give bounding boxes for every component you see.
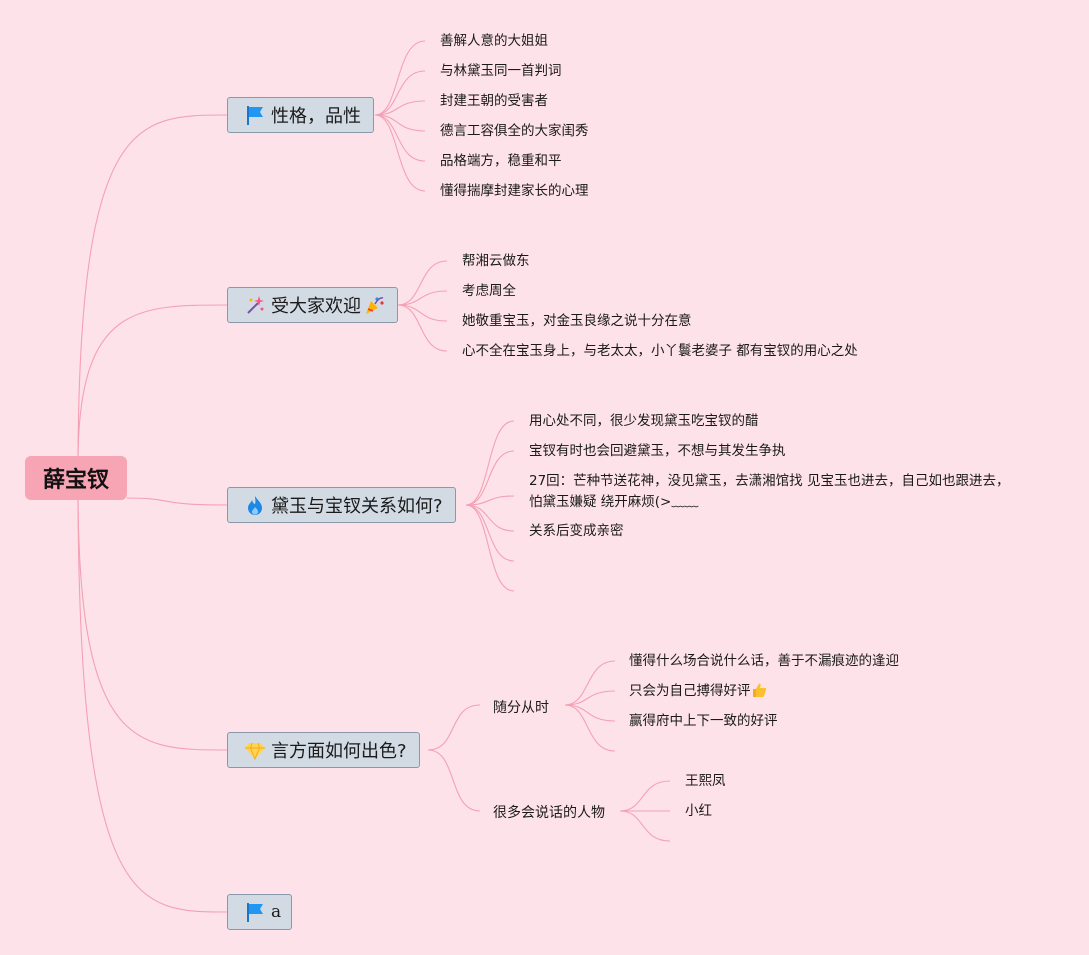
leaf-connector	[374, 114, 426, 132]
leaf-item[interactable]: 赢得府中上下一致的好评	[629, 713, 778, 729]
leaf-connector	[465, 450, 515, 506]
leaf-connector	[564, 704, 616, 722]
leaf-item[interactable]: 与林黛玉同一首判词	[440, 63, 562, 79]
thumbs-up-icon	[752, 683, 766, 697]
root-connector	[77, 499, 228, 751]
root-connector	[77, 114, 228, 457]
branch-label: 言方面如何出色?	[271, 741, 407, 762]
leaf-connector	[564, 660, 616, 706]
leaf-connector	[465, 420, 515, 506]
leaf-item[interactable]: 王熙凤	[685, 773, 726, 789]
sub-node[interactable]: 随分从时	[493, 700, 549, 716]
leaf-connector	[374, 40, 426, 116]
branch-popular[interactable]: 受大家欢迎	[227, 287, 398, 323]
branch-a[interactable]: a	[227, 894, 292, 930]
leaf-connector	[465, 495, 515, 506]
leaf-connector	[564, 690, 616, 706]
party-popper-icon	[366, 297, 384, 314]
leaf-item[interactable]: 心不全在宝玉身上，与老太太，小丫鬟老婆子 都有宝钗的用心之处	[462, 343, 858, 359]
blue-flag-icon	[247, 903, 263, 922]
leaf-connector	[397, 304, 448, 322]
leaf-item[interactable]: 帮湘云做东	[462, 253, 530, 269]
leaf-item[interactable]: 27回：芒种节送花神，没见黛玉，去潇湘馆找 见宝玉也进去，自己如也跟进去，	[529, 473, 1010, 489]
branch-label: a	[271, 902, 282, 922]
branch-relationship[interactable]: 黛玉与宝钗关系如何?	[227, 487, 456, 523]
leaf-item[interactable]: 宝钗有时也会回避黛玉，不想与其发生争执	[529, 443, 786, 459]
leaf-item[interactable]: 用心处不同，很少发现黛玉吃宝钗的醋	[529, 413, 759, 429]
branch-label: 黛玉与宝钗关系如何?	[271, 496, 443, 517]
branch-personality[interactable]: 性格，品性	[227, 97, 374, 133]
leaf-connector	[465, 504, 515, 532]
leaf-item[interactable]: 关系后变成亲密	[529, 523, 624, 539]
fire-icon	[248, 496, 262, 515]
leaf-connector	[397, 304, 448, 352]
branch-label: 受大家欢迎	[271, 296, 361, 317]
leaf-connector	[374, 100, 426, 116]
leaf-connector	[564, 704, 616, 752]
leaf-item[interactable]: 小红	[685, 803, 712, 819]
leaf-label: 只会为自己搏得好评	[629, 683, 751, 699]
leaf-connector	[619, 810, 671, 842]
leaf-item[interactable]: 怕黛玉嫌疑 绕开麻烦(>﹏﹏	[529, 494, 699, 510]
branch-speech[interactable]: 言方面如何出色?	[227, 732, 420, 768]
branch-label: 性格，品性	[271, 106, 361, 127]
gem-icon	[245, 742, 265, 761]
root-connector	[77, 304, 228, 457]
leaf-item[interactable]: 懂得揣摩封建家长的心理	[440, 183, 589, 199]
sub-connector	[427, 749, 481, 812]
leaf-item[interactable]: 考虑周全	[462, 283, 516, 299]
leaf-connector	[465, 504, 515, 592]
root-label: 薛宝钗	[42, 468, 109, 493]
leaf-item[interactable]: 善解人意的大姐姐	[440, 33, 548, 49]
leaf-item-with-icon[interactable]: 只会为自己搏得好评	[629, 682, 767, 700]
root-node[interactable]: 薛宝钗	[25, 456, 127, 500]
root-connector	[126, 497, 228, 506]
leaf-connector	[397, 260, 448, 306]
leaf-connector	[374, 114, 426, 162]
leaf-item[interactable]: 德言工容俱全的大家闺秀	[440, 123, 589, 139]
leaf-connector	[619, 780, 671, 812]
sub-connector	[427, 704, 481, 751]
leaf-connector	[374, 70, 426, 116]
leaf-item[interactable]: 封建王朝的受害者	[440, 93, 548, 109]
blue-flag-icon	[247, 106, 263, 125]
leaf-item[interactable]: 品格端方，稳重和平	[440, 153, 562, 169]
leaf-item[interactable]: 她敬重宝玉，对金玉良缘之说十分在意	[462, 313, 692, 329]
leaf-connector	[465, 504, 515, 562]
leaf-connector	[374, 114, 426, 192]
sparkles-icon	[247, 296, 264, 314]
leaf-connector	[397, 290, 448, 306]
sub-node[interactable]: 很多会说话的人物	[493, 805, 605, 821]
leaf-item[interactable]: 懂得什么场合说什么话，善于不漏痕迹的逢迎	[629, 653, 899, 669]
root-connector	[77, 499, 228, 913]
